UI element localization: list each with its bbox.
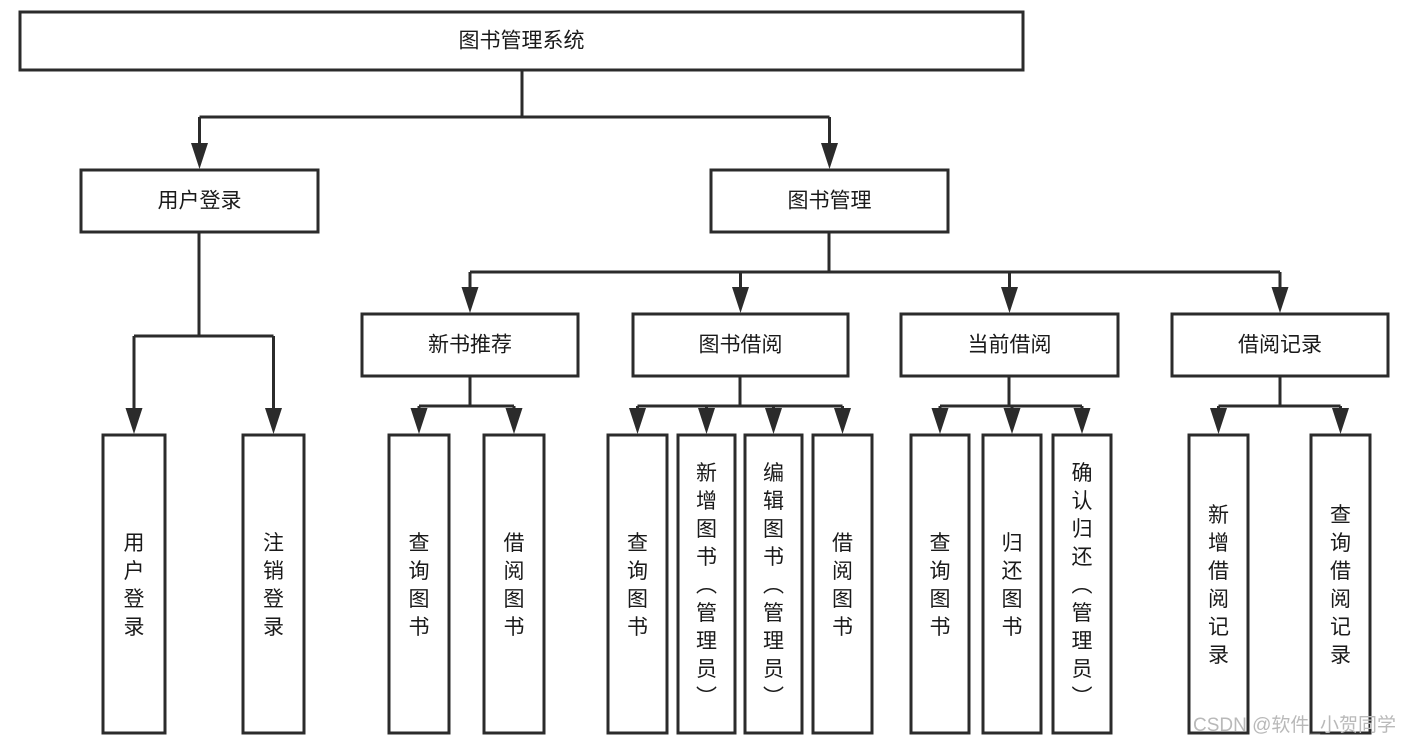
edge-group-borrow-record [1210,376,1349,434]
node-label: 用户登录 [158,190,242,213]
leaf-node-leaf-return-book[interactable]: 归还图书 [981,433,1043,735]
node-box[interactable] [709,168,950,234]
node-label: 当前借阅 [968,334,1052,357]
level3-node-borrow-record[interactable]: 借阅记录 [1170,312,1390,378]
arrow-head-icon [265,408,282,434]
leaf-node-leaf-add-book[interactable]: 新增图书︵管理员︶ [676,433,737,735]
arrow-head-icon [461,287,479,313]
arrow-head-icon [821,143,838,169]
arrow-head-icon [1332,408,1349,434]
level3-node-book-borrow[interactable]: 图书借阅 [631,312,850,378]
edge-group-book-borrow [629,376,851,434]
level2-node-book-manage[interactable]: 图书管理 [709,168,950,234]
leaf-node-leaf-query-book-cur[interactable]: 查询图书 [909,433,971,735]
node-box[interactable] [743,433,804,735]
level3-node-new-book-rec[interactable]: 新书推荐 [360,312,580,378]
node-box[interactable] [387,433,451,735]
node-label: 借阅图书 [504,532,525,639]
arrow-head-icon [834,408,851,434]
leaf-node-leaf-query-record[interactable]: 查询借阅记录 [1309,433,1372,735]
node-label: 用户登录 [124,532,145,639]
leaf-node-leaf-borrow-book-rec[interactable]: 借阅图书 [482,433,546,735]
arrow-head-icon [1271,287,1289,313]
edge-group-root [191,70,838,169]
arrow-head-icon [1073,408,1091,434]
edge-group-book-manage [461,232,1289,313]
node-label: 借阅记录 [1238,334,1322,357]
arrow-head-icon [125,408,143,434]
node-label: 确认归还︵管理员︶ [1072,462,1093,709]
leaf-node-leaf-query-book-borrow[interactable]: 查询图书 [606,433,669,735]
node-box[interactable] [981,433,1043,735]
node-box[interactable] [606,433,669,735]
node-box[interactable] [1051,433,1113,735]
node-label: 图书管理系统 [459,30,585,53]
arrow-head-icon [732,287,749,313]
node-label: 新增图书︵管理员︶ [696,462,717,709]
node-box[interactable] [101,433,167,735]
node-box[interactable] [18,10,1025,72]
node-label: 新书推荐 [428,334,512,357]
arrow-head-icon [765,408,782,434]
node-box[interactable] [79,168,320,234]
edge-group-user-login [125,232,282,434]
leaf-node-leaf-edit-book[interactable]: 编辑图书︵管理员︶ [743,433,804,735]
leaf-node-leaf-borrow-book[interactable]: 借阅图书 [811,433,874,735]
node-box[interactable] [676,433,737,735]
leaf-node-leaf-confirm-return[interactable]: 确认归还︵管理员︶ [1051,433,1113,735]
node-label: 查询图书 [409,532,430,639]
edge-group-current-borrow [931,376,1091,434]
leaf-node-leaf-user-login[interactable]: 用户登录 [101,433,167,735]
node-box[interactable] [631,312,850,378]
edge-layer [125,70,1349,434]
node-label: 查询图书 [930,532,951,639]
arrow-head-icon [698,408,715,434]
node-box[interactable] [1187,433,1250,735]
arrow-head-icon [410,408,428,434]
node-label: 借阅图书 [832,532,853,639]
arrow-head-icon [1003,408,1021,434]
arrow-head-icon [191,143,208,169]
node-label: 图书借阅 [699,334,783,357]
level2-node-user-login[interactable]: 用户登录 [79,168,320,234]
node-label: 新增借阅记录 [1208,504,1229,667]
arrow-head-icon [1210,408,1227,434]
arrow-head-icon [931,408,949,434]
node-label: 编辑图书︵管理员︶ [763,462,784,709]
node-label: 图书管理 [788,190,872,213]
arrow-head-icon [629,408,646,434]
node-box[interactable] [241,433,306,735]
leaf-node-leaf-add-record[interactable]: 新增借阅记录 [1187,433,1250,735]
leaf-node-leaf-user-logout[interactable]: 注销登录 [241,433,306,735]
node-label: 注销登录 [263,532,284,639]
arrow-head-icon [1001,287,1018,313]
csdn-watermark: CSDN @软件_小贺同学 [1193,714,1396,736]
node-label: 归还图书 [1002,532,1023,639]
edge-group-new-book-rec [410,376,523,434]
node-box[interactable] [909,433,971,735]
node-box[interactable] [360,312,580,378]
node-box[interactable] [811,433,874,735]
node-box[interactable] [482,433,546,735]
node-label: 查询图书 [627,532,648,639]
level3-node-current-borrow[interactable]: 当前借阅 [899,312,1120,378]
leaf-node-leaf-query-book-rec[interactable]: 查询图书 [387,433,451,735]
node-box[interactable] [1170,312,1390,378]
node-box[interactable] [1309,433,1372,735]
node-layer: 图书管理系统用户登录图书管理新书推荐图书借阅当前借阅借阅记录用户登录注销登录查询… [18,10,1390,735]
arrow-head-icon [505,408,523,434]
node-box[interactable] [899,312,1120,378]
node-label: 查询借阅记录 [1330,504,1351,667]
root-node-root[interactable]: 图书管理系统 [18,10,1025,72]
